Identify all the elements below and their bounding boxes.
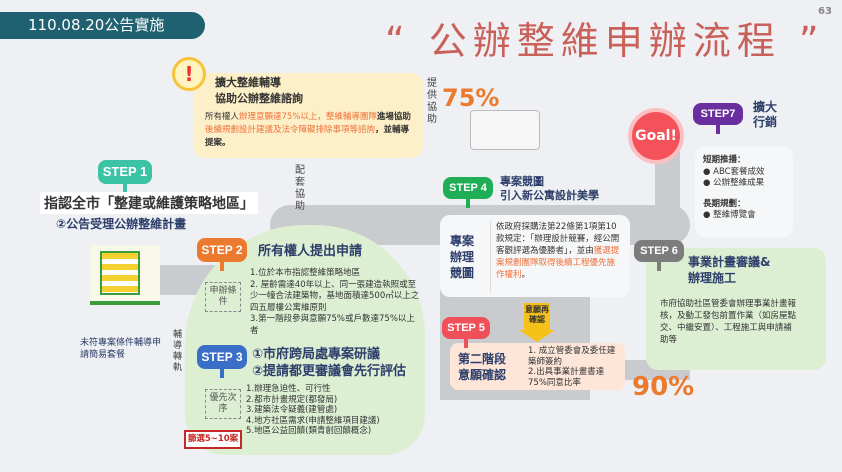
- advice-body: 所有權人辦理意願達75%以上，整維輔導團隊進場協助後續規劃設計建議及法令障礙排除…: [205, 112, 411, 148]
- step7-badge: STEP7: [693, 103, 743, 134]
- step4-side-label: 專案辦理競圖: [450, 234, 475, 280]
- step7-box: 短期推播： ● ABC套餐成效 ● 公辦整維成果 長期規劃： ● 整維博覽會: [695, 147, 793, 237]
- step2-badge: STEP 2: [197, 238, 247, 271]
- support-label: 配套協助: [295, 165, 305, 212]
- goal-marker: Goal!: [632, 112, 680, 160]
- building-illustration: [90, 245, 160, 305]
- provide-help-label: 提供協助: [427, 78, 437, 125]
- advice-box: 擴大整維輔導 協助公辦整維諮詢 所有權人辦理意願達75%以上，整維輔導團隊進場協…: [193, 73, 423, 158]
- step6-box: 事業計畫審議&辦理施工 市府協助社區管委會辦理事業計畫報核，及動工發包前置作業（…: [646, 248, 826, 370]
- step3-tag: 優先次序: [205, 389, 241, 419]
- step1-title: 指認全市「整建或維護策略地區」: [40, 192, 258, 214]
- reconfirm-arrow: 意願再確認: [524, 303, 550, 331]
- step2-title: 所有權人提出申請: [258, 244, 363, 259]
- application-area: [185, 225, 425, 455]
- meeting-illustration: [470, 110, 540, 150]
- step4-title: 專案競圖引入新公寓設計美學: [500, 175, 599, 202]
- step4-badge: STEP 4: [443, 177, 493, 208]
- step1-badge: STEP 1: [98, 160, 152, 193]
- step6-badge: STEP 6: [634, 240, 684, 271]
- step6-body: 市府協助社區管委會辦理事業計畫報核，及動工發包前置作業（如房屋點交、中繼安置）、…: [660, 299, 797, 345]
- step4-body: 依政府採購法第22條第1項第10款規定：「辦理設計競賽，經公開客觀評選為優勝者」…: [496, 222, 620, 280]
- transfer-label: 輔導轉軌: [173, 330, 183, 373]
- step7-title: 擴大行銷: [753, 100, 778, 129]
- step5-badge: STEP 5: [442, 317, 490, 348]
- advice-subtitle: 協助公辦整維諮詢: [215, 92, 303, 105]
- step6-title: 事業計畫審議&辦理施工: [688, 255, 771, 285]
- lightbulb-icon: !: [172, 57, 206, 91]
- page-title: “ 公辦整維申辦流程 ”: [385, 19, 825, 63]
- advice-title: 擴大整維輔導: [215, 76, 281, 89]
- step1-subtitle: ②公告受理公辦整維計畫: [56, 217, 187, 231]
- page-number: 63: [818, 6, 832, 17]
- selection-badge: 篩選5~10案: [184, 430, 242, 449]
- date-badge: 110.08.20公告實施: [0, 12, 205, 39]
- percent-75: 75%: [442, 84, 500, 112]
- down-arrow-icon: [519, 330, 555, 342]
- step4-box: 專案辦理競圖 依政府採購法第22條第1項第10款規定：「辦理設計競賽，經公開客觀…: [440, 215, 630, 297]
- step5-side-label: 第二階段意願確認: [458, 352, 507, 382]
- step3-badge: STEP 3: [197, 345, 247, 378]
- simple-package-note: 未符專案條件輔導申請簡易套餐: [80, 338, 162, 360]
- percent-90: 90%: [632, 372, 695, 402]
- step2-tag: 申辦條件: [205, 282, 241, 312]
